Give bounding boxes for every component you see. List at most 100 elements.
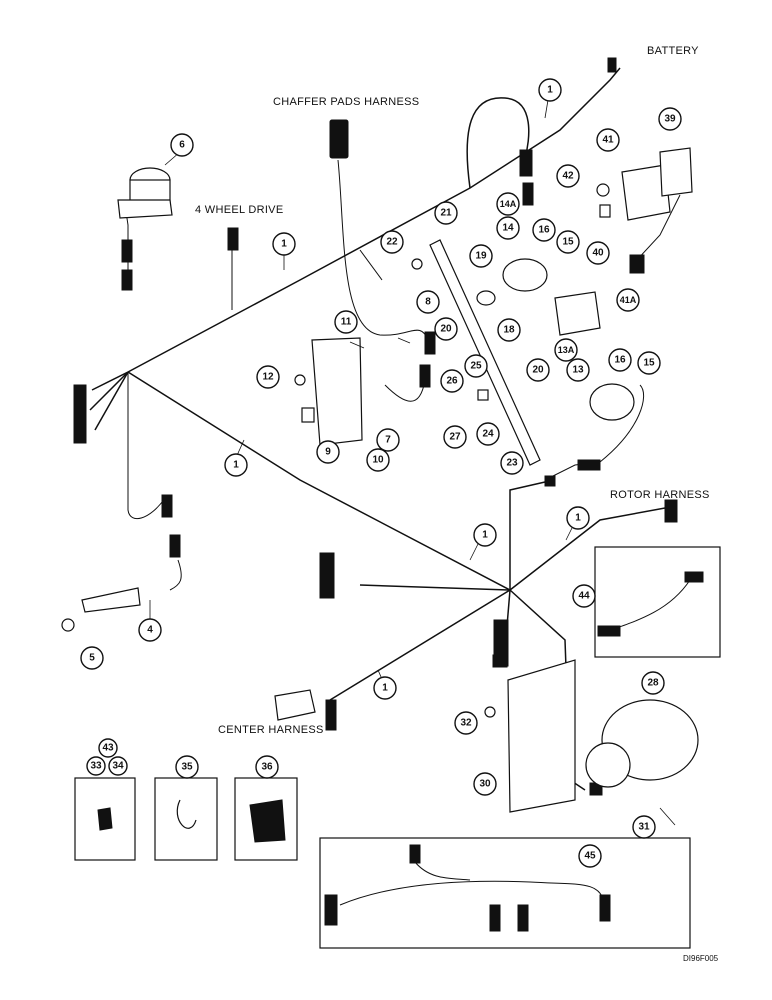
callout-41a: 41A (616, 288, 640, 312)
svg-text:14A: 14A (500, 199, 517, 209)
svg-text:1: 1 (575, 513, 581, 524)
svg-text:16: 16 (538, 225, 550, 236)
svg-text:16: 16 (614, 355, 626, 366)
callout-1-rotor: 1 (566, 506, 590, 530)
svg-text:20: 20 (440, 324, 452, 335)
svg-text:9: 9 (325, 447, 331, 458)
callout-15-lower: 15 (637, 351, 661, 375)
callout-26: 26 (440, 369, 464, 393)
callout-13a: 13A (554, 338, 578, 362)
callout-36: 36 (255, 755, 279, 779)
callout-20-left: 20 (434, 317, 458, 341)
main-harness-wires (89, 67, 681, 791)
svg-text:1: 1 (233, 460, 239, 471)
callout-32: 32 (454, 711, 478, 735)
callout-27: 27 (443, 425, 467, 449)
callout-41: 41 (596, 128, 620, 152)
svg-text:11: 11 (341, 317, 352, 328)
callout-14: 14 (496, 216, 520, 240)
callout-16-upper: 16 (532, 218, 556, 242)
callout-18: 18 (497, 318, 521, 342)
svg-text:35: 35 (181, 762, 193, 773)
svg-text:18: 18 (503, 325, 515, 336)
callout-44: 44 (572, 584, 596, 608)
svg-text:41A: 41A (620, 295, 637, 305)
callout-1-upper-trunk: 1 (272, 232, 296, 256)
svg-text:15: 15 (643, 358, 655, 369)
svg-text:26: 26 (446, 376, 458, 387)
svg-text:43: 43 (102, 743, 114, 754)
callout-19: 19 (469, 244, 493, 268)
callout-8: 8 (416, 290, 440, 314)
svg-text:36: 36 (261, 762, 273, 773)
svg-text:1: 1 (547, 85, 553, 96)
callout-1-battery-trunk: 1 (538, 78, 562, 102)
leader-lines (149, 99, 577, 687)
svg-text:21: 21 (440, 208, 452, 219)
svg-text:14: 14 (502, 223, 514, 234)
callout-23: 23 (500, 451, 524, 475)
callout-39: 39 (658, 107, 682, 131)
callout-9: 9 (316, 440, 340, 464)
callout-42: 42 (556, 164, 580, 188)
callout-11: 11 (334, 310, 358, 334)
svg-text:34: 34 (112, 761, 124, 772)
callout-12: 12 (256, 365, 280, 389)
callout-4: 4 (138, 618, 162, 642)
svg-text:32: 32 (460, 718, 472, 729)
callout-33: 33 (86, 756, 106, 776)
svg-text:40: 40 (592, 248, 604, 259)
svg-text:45: 45 (584, 851, 596, 862)
svg-text:28: 28 (647, 678, 659, 689)
callout-14a: 14A (496, 192, 520, 216)
callout-22: 22 (380, 230, 404, 254)
callout-1-left-trunk: 1 (224, 453, 248, 477)
label-rotor-harness: ROTOR HARNESS (610, 489, 710, 501)
callout-20-right: 20 (526, 358, 550, 382)
svg-text:41: 41 (602, 135, 614, 146)
callout-21: 21 (434, 201, 458, 225)
svg-text:30: 30 (479, 779, 491, 790)
svg-text:23: 23 (506, 458, 518, 469)
callout-30: 30 (473, 772, 497, 796)
callout-7: 7 (376, 428, 400, 452)
svg-text:27: 27 (449, 432, 461, 443)
connectors (73, 57, 678, 796)
callout-15-upper: 15 (556, 230, 580, 254)
callout-1-center-up: 1 (473, 523, 497, 547)
callout-45: 45 (578, 844, 602, 868)
label-center-harness: CENTER HARNESS (218, 724, 324, 736)
svg-text:20: 20 (532, 365, 544, 376)
callout-16-lower: 16 (608, 348, 632, 372)
callout-34: 34 (108, 756, 128, 776)
svg-text:10: 10 (372, 455, 384, 466)
svg-text:33: 33 (90, 761, 102, 772)
label-battery: BATTERY (647, 45, 699, 57)
svg-text:25: 25 (470, 361, 482, 372)
svg-text:8: 8 (425, 297, 431, 308)
svg-text:5: 5 (89, 653, 95, 664)
callout-25: 25 (464, 354, 488, 378)
callout-31: 31 (632, 815, 656, 839)
parts (61, 147, 699, 826)
svg-text:7: 7 (385, 435, 391, 446)
drawing-code: DI96F005 (683, 954, 719, 963)
svg-text:13A: 13A (558, 345, 575, 355)
svg-text:1: 1 (482, 530, 488, 541)
svg-text:42: 42 (562, 171, 574, 182)
callout-28: 28 (641, 671, 665, 695)
svg-text:15: 15 (562, 237, 574, 248)
label-chaffer-pads-harness: CHAFFER PADS HARNESS (273, 96, 420, 108)
svg-text:24: 24 (482, 429, 494, 440)
callout-6: 6 (170, 133, 194, 157)
svg-text:12: 12 (262, 372, 274, 383)
svg-text:22: 22 (386, 237, 398, 248)
svg-text:13: 13 (572, 365, 584, 376)
callout-5: 5 (80, 646, 104, 670)
callout-13: 13 (566, 358, 590, 382)
svg-text:39: 39 (664, 114, 676, 125)
accessory-boxes (74, 546, 721, 949)
label-4-wheel-drive: 4 WHEEL DRIVE (195, 204, 284, 216)
callout-10: 10 (366, 448, 390, 472)
